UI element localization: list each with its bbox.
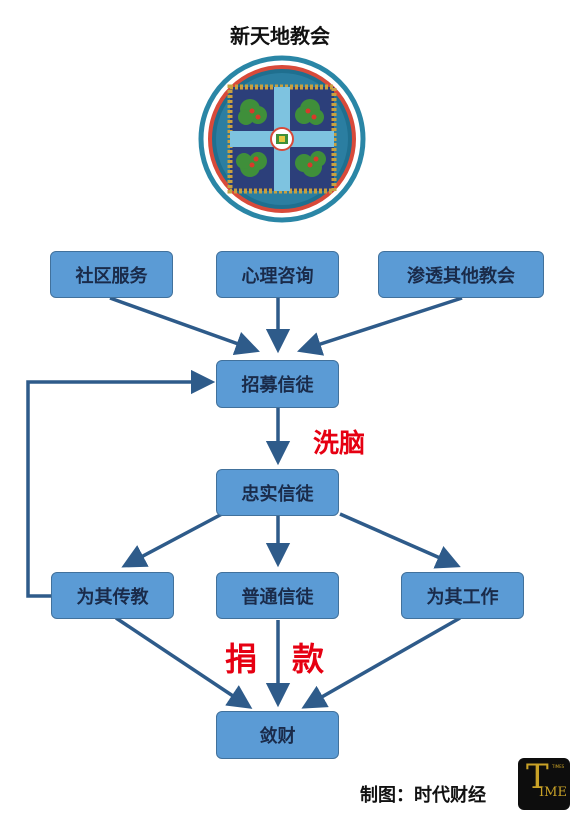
node-collect-money: 敛财 bbox=[216, 711, 339, 759]
arrow-infiltrate-to-recruit bbox=[297, 296, 463, 356]
arrow-preach-loop-to-recruit bbox=[26, 369, 216, 598]
node-preach: 为其传教 bbox=[51, 572, 174, 619]
label-donate-1: 捐 bbox=[225, 640, 258, 678]
arrow-loyal-to-work bbox=[339, 512, 461, 569]
arrow-preach-to-collect bbox=[115, 616, 253, 709]
diagram-title: 新天地教会 bbox=[230, 24, 330, 48]
logo-letter-t: T bbox=[526, 758, 549, 797]
node-psych-counseling: 心理咨询 bbox=[216, 251, 339, 298]
node-community-service: 社区服务 bbox=[50, 251, 173, 298]
church-logo bbox=[198, 55, 366, 223]
arrow-community-to-recruit bbox=[109, 296, 260, 356]
time-weekly-logo: T TIMES IME bbox=[518, 758, 570, 810]
arrow-work-to-collect bbox=[301, 616, 461, 709]
arrow-loyal-to-preach bbox=[121, 512, 223, 568]
node-recruit-believers: 招募信徒 bbox=[216, 360, 339, 408]
node-ordinary-believers: 普通信徒 bbox=[216, 572, 339, 619]
label-brainwash: 洗脑 bbox=[313, 429, 366, 459]
node-loyal-believers: 忠实信徒 bbox=[216, 469, 339, 516]
credit-text: 制图：时代财经 bbox=[360, 785, 486, 806]
label-donate-2: 款 bbox=[292, 640, 325, 678]
node-work-for-them: 为其工作 bbox=[401, 572, 524, 619]
logo-tiny-text: TIMES bbox=[552, 764, 565, 769]
logo-letters-ime: IME bbox=[539, 785, 567, 800]
node-infiltrate-churches: 渗透其他教会 bbox=[378, 251, 544, 298]
